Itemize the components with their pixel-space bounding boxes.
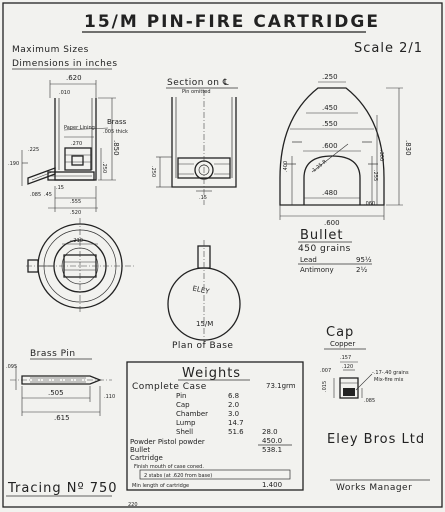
works-manager: Works Manager — [336, 483, 412, 493]
bullet-lead-value: 95½ — [356, 256, 372, 264]
cap-dim-a: .015 — [322, 381, 328, 392]
dim-base-diameter: .555 — [70, 199, 81, 205]
weights-complete-label: Complete Case — [132, 382, 207, 392]
cap-d2: .120 — [342, 364, 353, 370]
plan-base-caption: Plan of Base — [172, 341, 233, 351]
brass-pin-d4: .110 — [104, 394, 115, 400]
bullet-dim-total: .830 — [404, 140, 412, 156]
case-side-section — [21, 80, 116, 212]
weights-length-label: Min length of cartridge — [132, 483, 189, 489]
cap-drawing — [333, 361, 373, 399]
plan-of-base — [167, 240, 241, 346]
bullet-antimony-label: Antimony — [300, 266, 334, 274]
weights-item-value: 3.0 — [228, 410, 239, 418]
brass-pin-d2: .615 — [54, 414, 70, 422]
weights-bullet-label: Bullet — [130, 446, 150, 454]
base-view-dia: -.210 — [70, 238, 83, 244]
weights-cartridge-value: 538.1 — [262, 446, 282, 454]
bullet-dim-cavity: .480 — [322, 189, 338, 197]
cap-title: Cap — [326, 325, 354, 340]
weights-box — [126, 361, 304, 491]
case-centre-section — [156, 90, 237, 205]
bullet-dim-small: .060 — [364, 201, 375, 207]
weights-item-label: Pin — [176, 392, 186, 400]
bullet-dim-radius: 1.25 R — [312, 159, 329, 174]
dim-case-overall: .620 — [66, 74, 82, 82]
dim-pin-x2: .085 — [30, 192, 41, 198]
cap-material: Copper — [330, 340, 355, 348]
plan-base-stamp: ELEY — [192, 284, 211, 296]
bullet-title: Bullet — [300, 228, 343, 243]
bullet-dim-d1: .450 — [322, 104, 338, 112]
maker-name: Eley Bros Ltd — [327, 432, 425, 447]
weights-item-value: 6.8 — [228, 392, 239, 400]
plan-base-calibre: 15/M — [196, 320, 213, 328]
label-brass: Brass — [107, 118, 127, 126]
dim-head: .45 — [44, 192, 52, 198]
brass-pin-d1: .505 — [48, 389, 64, 397]
bullet-drawing — [279, 81, 403, 220]
weights-item-label: Lump — [176, 419, 196, 427]
weights-complete-value: 73.1grm — [266, 382, 296, 390]
bullet-dim-top: .250 — [322, 73, 338, 81]
weights-finish-note: Finish mouth of case coned. — [134, 464, 204, 470]
drawing-title: 15/M PIN-FIRE CARTRIDGE — [84, 12, 380, 32]
dim-pin-x3: .15 — [56, 185, 64, 191]
weights-powder-label: Powder Pistol powder — [130, 438, 205, 446]
weights-bullet-value: 450.0 — [262, 437, 282, 445]
weights-item-label: Cap — [176, 401, 190, 409]
section-note: Pin omitted — [182, 89, 211, 95]
weights-length-value: 1.400 — [262, 481, 282, 489]
tracing-number: Tracing Nº 750 — [7, 481, 118, 496]
bullet-dim-d3: .600 — [322, 142, 338, 150]
footer-number: 220 — [128, 502, 138, 508]
weights-item-value: 2.0 — [228, 401, 239, 409]
weights-item-value: 14.7 — [228, 419, 244, 427]
bullet-dim-d2: .550 — [322, 120, 338, 128]
section-dim-cap: .15 — [199, 195, 207, 201]
scale-label: Scale 2/1 — [354, 41, 423, 56]
weights-items: Pin 6.8 Cap 2.0 Chamber 3.0 Lump 14.7 Sh… — [176, 392, 244, 436]
dimensions-note: Dimensions in inches — [12, 59, 118, 69]
bullet-dim-h2: .300 — [378, 150, 384, 161]
label-brass-thick: .005 thick — [103, 129, 128, 135]
dim-pin-x1: .190 — [8, 161, 19, 167]
bullet-dim-base: .600 — [324, 219, 340, 227]
cap-dim-b: .085 — [364, 398, 375, 404]
bullet-antimony-value: 2½ — [356, 266, 367, 274]
subtitle-max-sizes: Maximum Sizes — [12, 45, 89, 55]
dim-case-rim: .010 — [59, 90, 70, 96]
weights-cartridge-label: Cartridge — [130, 454, 163, 462]
weights-item-value: 51.6 — [228, 428, 244, 436]
dim-pin-length: .225 — [28, 147, 39, 153]
weights-powder-value: 28.0 — [262, 428, 278, 436]
cap-note-b: Mix-fire mix — [374, 377, 403, 383]
cap-d1: .157 — [340, 355, 351, 361]
dim-inner-diameter: .520 — [70, 210, 81, 216]
cap-note-a: -.17-.40 grains — [372, 370, 409, 376]
weights-item-label: Chamber — [176, 410, 208, 418]
section-title: Section on ℄ — [167, 78, 229, 88]
brass-pin-d3: .095 — [6, 364, 17, 370]
label-paper-lining: Paper Lining — [64, 125, 95, 131]
section-dim-base: .250 — [150, 166, 156, 177]
bullet-lead-label: Lead — [300, 256, 317, 264]
cap-d3: .007 — [320, 368, 331, 374]
brass-pin-drawing — [10, 366, 112, 416]
brass-pin-title: Brass Pin — [30, 349, 76, 359]
weights-item-label: Shell — [176, 428, 193, 436]
case-base-view — [26, 218, 134, 314]
drawing-border — [2, 2, 443, 508]
dim-case-base-height: .250 — [101, 162, 107, 173]
dim-case-length: .850 — [112, 140, 120, 156]
weights-title: Weights — [182, 366, 241, 381]
dim-case-wall: .270 — [71, 141, 82, 147]
weights-stabs-box — [139, 469, 291, 480]
bullet-grains: 450 grains — [298, 244, 351, 254]
bullet-dim-h1: .400 — [283, 161, 289, 172]
bullet-dim-h3: .255 — [372, 170, 378, 181]
weights-stabs-note: 2 stabs (at .620 from base) — [144, 473, 212, 479]
